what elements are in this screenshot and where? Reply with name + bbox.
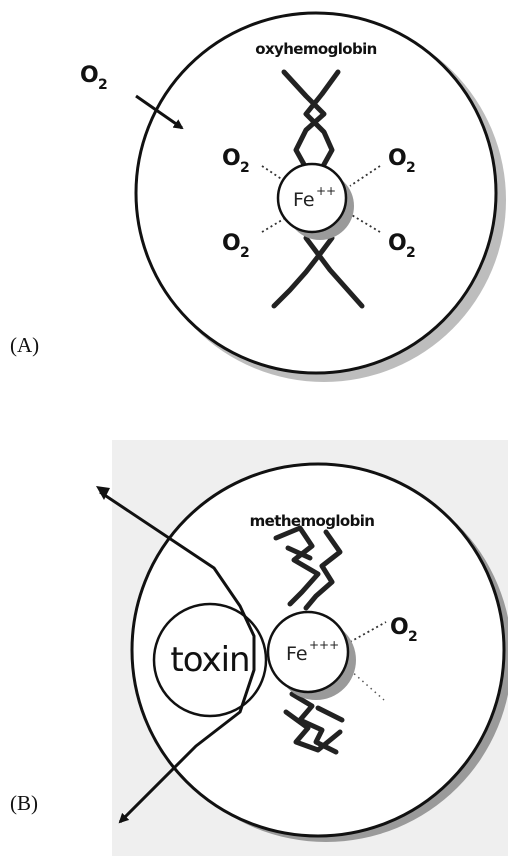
o2-bound-a-2-subscript: 2 — [406, 160, 416, 176]
iron-symbol-b: Fe — [286, 643, 308, 665]
iron-charge-b: +++ — [309, 638, 339, 652]
panel-b-label: (B) — [10, 791, 38, 815]
o2-bound-a-3-subscript: 2 — [240, 245, 250, 261]
panel-b: methemoglobin Fe +++ toxin O 2 (B) — [10, 440, 508, 856]
o2-bound-a-1-subscript: 2 — [240, 160, 250, 176]
toxin-path-arrow — [99, 490, 256, 824]
panel-a: oxyhemoglobin Fe ++ O 2 O 2 O 2 O 2 O 2 … — [10, 11, 506, 382]
o2-bound-b-subscript: 2 — [408, 629, 418, 645]
o2-bound-a-4: O — [388, 231, 407, 256]
toxin-label: toxin — [170, 640, 249, 680]
iron-symbol-a: Fe — [293, 189, 315, 211]
o2-bound-a-3: O — [222, 231, 241, 256]
panel-a-label: (A) — [10, 333, 39, 357]
toxin-arrow-tail — [96, 486, 110, 500]
panel-a-title: oxyhemoglobin — [255, 40, 377, 58]
globin-chain-disrupted-upper — [273, 525, 343, 611]
o2-bound-a-1: O — [222, 146, 241, 171]
o2-incoming-arrow — [135, 94, 184, 130]
o2-bound-a-4-subscript: 2 — [406, 245, 416, 261]
panel-b-title: methemoglobin — [250, 512, 375, 530]
o2-incoming-subscript: 2 — [98, 77, 108, 93]
iron-charge-a: ++ — [316, 184, 336, 198]
o2-bound-b: O — [390, 615, 409, 640]
toxin-molecule — [152, 602, 268, 718]
globin-chain-lower — [271, 235, 365, 309]
globin-chain-disrupted-lower — [283, 691, 345, 755]
heme-iron-a — [276, 162, 348, 234]
o2-incoming-label: O — [80, 63, 99, 88]
heme-iron-b — [266, 610, 350, 694]
broken-bond-b — [349, 669, 385, 701]
o2-bound-a-2: O — [388, 146, 407, 171]
o2-bond-b — [349, 621, 387, 643]
